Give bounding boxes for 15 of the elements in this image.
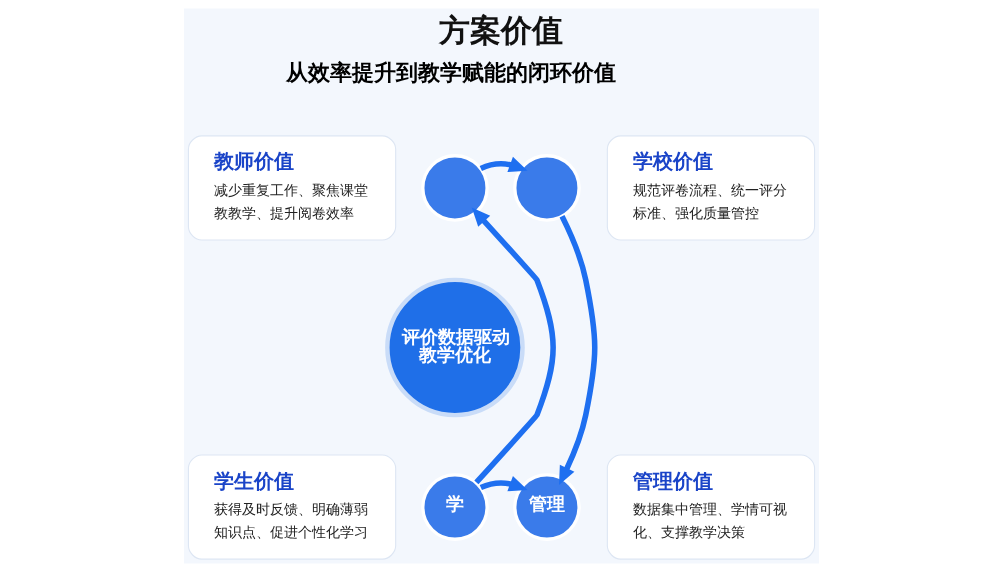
node-box: 管理价值 数据集中管理、学情可视化、支撑教学决策 <box>606 454 815 560</box>
node-circle: 学 <box>420 473 489 541</box>
node-box: 教师价值 减少重复工作、聚焦课堂教教学、提升阅卷效率 <box>187 135 396 241</box>
arrow <box>471 207 556 485</box>
node-circle: 管理 <box>512 473 581 541</box>
node-circle <box>512 154 581 222</box>
node-circle <box>420 154 489 222</box>
diagram-title: 方案价值 <box>438 11 563 48</box>
node-circle: 评价数据驱动教学优化 <box>384 277 525 418</box>
arrow <box>479 156 528 173</box>
arrow <box>479 476 528 492</box>
label: 从效率提升到教学赋能的闭环价值 <box>286 59 617 86</box>
node-box: 学生价值 获得及时反馈、明确薄弱知识点、促进个性化学习 <box>187 454 396 560</box>
node-box: 学校价值 规范评卷流程、统一评分标准、强化质量管控 <box>606 135 815 241</box>
arrow <box>558 215 597 485</box>
